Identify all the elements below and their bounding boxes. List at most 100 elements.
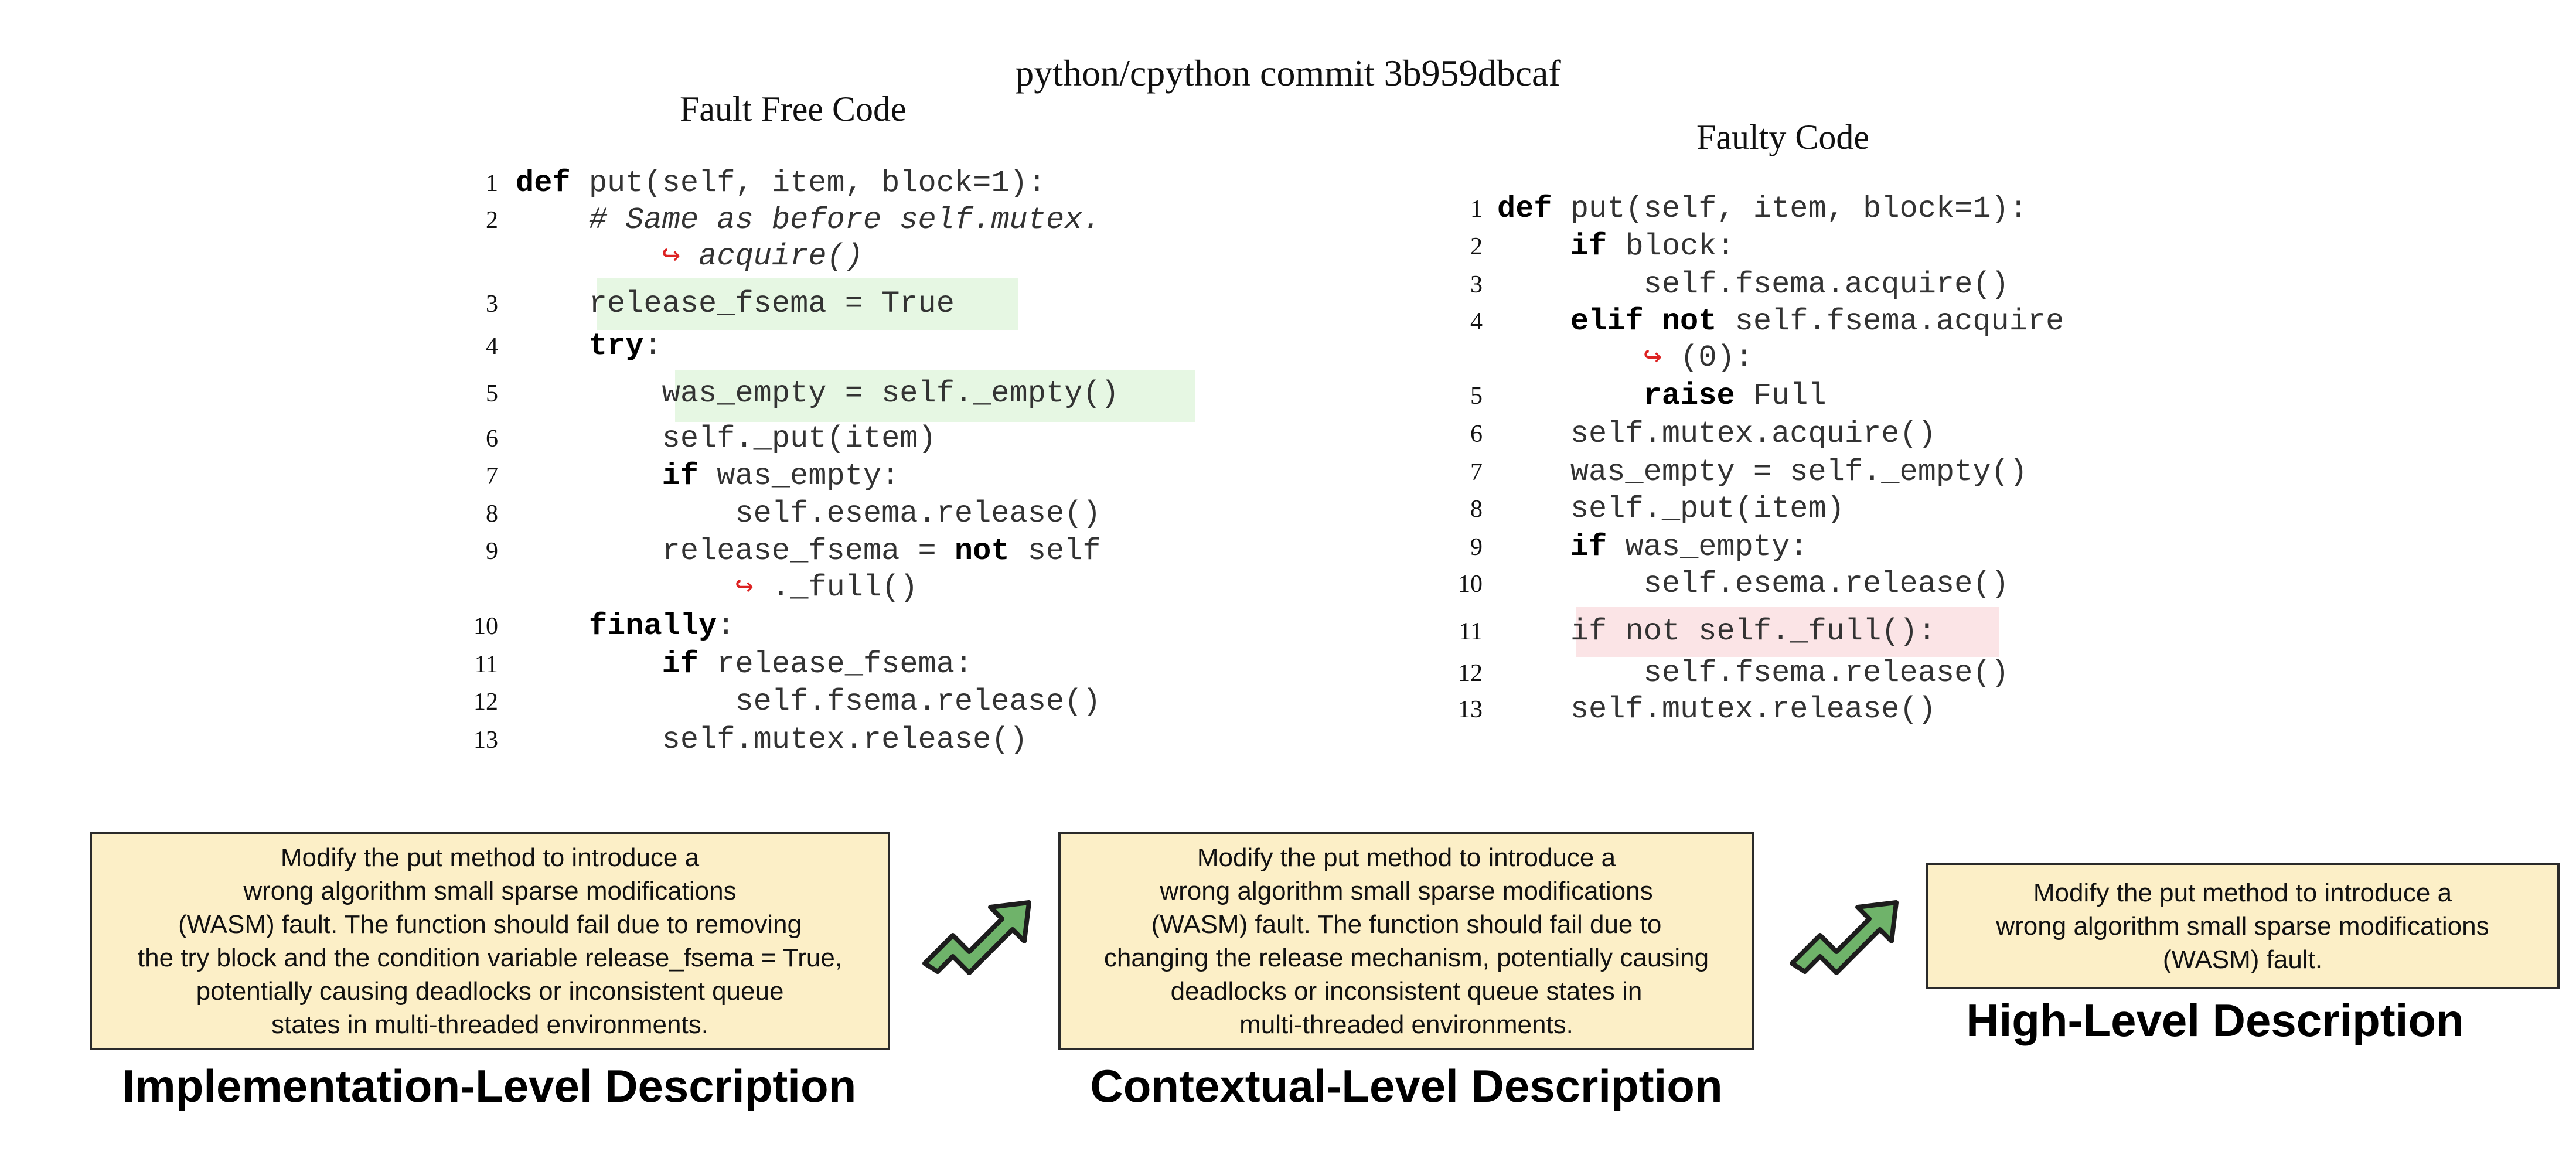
line-number: 1 [486, 170, 498, 197]
description-line: wrong algorithm small sparse modificatio… [1996, 911, 2489, 941]
code-line: if was_empty: [516, 458, 900, 495]
contextual-description-box: Modify the put method to introduce a wro… [1058, 832, 1754, 1050]
code-line: self.fsema.acquire() [1497, 267, 2009, 303]
code-line: self._put(item) [1497, 491, 1845, 527]
line-number: 10 [473, 613, 498, 640]
code-line: self.mutex.acquire() [1497, 416, 1936, 452]
code-line: self.fsema.release() [516, 684, 1101, 720]
code-token: block: [1607, 229, 1735, 264]
trend-up-arrow-icon [1790, 900, 1899, 975]
removed-line-highlight [1576, 607, 1999, 657]
code-keyword: finally [588, 609, 717, 643]
code-line: ↪ acquire() [516, 239, 863, 275]
code-token: self.mutex.release() [516, 723, 1028, 757]
code-line: # Same as before self.mutex. [516, 202, 1101, 239]
code-line: if block: [1497, 229, 1735, 265]
figure-title: python/cpython commit 3b959dbcaf [1015, 52, 1561, 94]
code-token: release_fsema = True [516, 287, 955, 321]
code-token: was_empty: [698, 459, 900, 493]
description-line: (WASM) fault. The function should fail d… [178, 910, 802, 939]
code-token: self [1009, 534, 1101, 568]
code-token: put(self, item, block=1): [570, 166, 1046, 200]
high-level-label: High-Level Description [1966, 994, 2464, 1046]
description-line: deadlocks or inconsistent queue states i… [1170, 977, 1643, 1006]
line-number: 2 [1470, 233, 1483, 260]
line-number: 5 [486, 380, 498, 407]
code-keyword: raise [1643, 379, 1735, 413]
code-line: def put(self, item, block=1): [1497, 191, 2028, 227]
line-number: 4 [1470, 308, 1483, 335]
description-line: (WASM) fault. The function should fail d… [1151, 910, 1662, 939]
line-number: 2 [486, 207, 498, 234]
contextual-level-label: Contextual-Level Description [1090, 1060, 1723, 1112]
description-line: the try block and the condition variable… [137, 943, 843, 972]
code-token: : [717, 609, 735, 643]
line-wrap-arrow-icon: ↪ [735, 570, 754, 605]
code-line: elif not self.fsema.acquire [1497, 304, 2064, 340]
code-token: if not self._full(): [1497, 614, 1936, 649]
code-keyword: def [516, 166, 571, 200]
code-token: self.fsema.release() [516, 684, 1101, 719]
added-line-highlight [597, 278, 1018, 330]
line-number: 10 [1458, 571, 1483, 598]
code-token [1497, 304, 1570, 339]
line-number: 9 [486, 538, 498, 565]
trend-up-arrow-icon [922, 900, 1031, 975]
code-token: # Same as before self.mutex. [588, 203, 1101, 237]
line-number: 5 [1470, 383, 1483, 410]
code-token: was_empty = self._empty() [1497, 455, 2028, 489]
line-number: 11 [1459, 618, 1483, 645]
line-number: 3 [486, 291, 498, 318]
code-line: was_empty = self._empty() [1497, 454, 2028, 490]
code-line: self.esema.release() [1497, 566, 2009, 602]
code-token [516, 203, 589, 237]
line-number: 7 [1470, 459, 1483, 486]
code-line: self.mutex.release() [516, 722, 1028, 758]
code-keyword: if [1570, 530, 1607, 564]
code-line: def put(self, item, block=1): [516, 165, 1046, 202]
code-line: self._put(item) [516, 421, 936, 457]
description-line: (WASM) fault. [2162, 945, 2323, 974]
code-token: ._full() [753, 570, 918, 605]
line-number: 6 [1470, 421, 1483, 448]
implementation-description-box: Modify the put method to introduce a wro… [90, 832, 890, 1050]
line-number: 6 [486, 425, 498, 452]
line-number: 3 [1470, 271, 1483, 298]
code-token: was_empty = self._empty() [516, 376, 1119, 411]
code-token: release_fsema: [698, 647, 973, 682]
line-number: 9 [1470, 534, 1483, 561]
code-token [516, 570, 735, 605]
code-token: self._put(item) [516, 421, 936, 456]
code-keyword: if [662, 647, 699, 682]
code-token: acquire() [698, 239, 864, 274]
code-token [516, 647, 662, 682]
code-keyword: try [588, 329, 644, 363]
code-line: try: [516, 328, 662, 365]
code-token [516, 609, 589, 643]
code-token: release_fsema = [516, 534, 955, 568]
description-line: states in multi-threaded environments. [271, 1010, 708, 1039]
line-number: 8 [1470, 496, 1483, 523]
line-number: 12 [1458, 660, 1483, 687]
code-token: self.esema.release() [516, 496, 1101, 531]
code-line: finally: [516, 608, 735, 645]
code-token [1497, 340, 1644, 375]
code-line: self.fsema.release() [1497, 655, 2009, 691]
description-line: changing the release mechanism, potentia… [1103, 943, 1709, 972]
high-level-description-box: Modify the put method to introduce a wro… [1926, 863, 2560, 989]
code-token: self._put(item) [1497, 492, 1845, 526]
code-token [680, 239, 698, 274]
code-token [516, 459, 662, 493]
code-line: if not self._full(): [1497, 614, 1936, 650]
line-number: 12 [473, 689, 498, 716]
line-number: 1 [1470, 196, 1483, 223]
line-number: 11 [474, 651, 498, 678]
code-keyword: def [1497, 192, 1552, 226]
code-token: : [643, 329, 662, 363]
code-line: was_empty = self._empty() [516, 376, 1119, 412]
code-line: self.mutex.release() [1497, 691, 1936, 728]
code-line: if was_empty: [1497, 529, 1808, 566]
code-token: Full [1735, 379, 1827, 413]
code-token [1497, 379, 1644, 413]
description-line: wrong algorithm small sparse modificatio… [1160, 877, 1653, 905]
